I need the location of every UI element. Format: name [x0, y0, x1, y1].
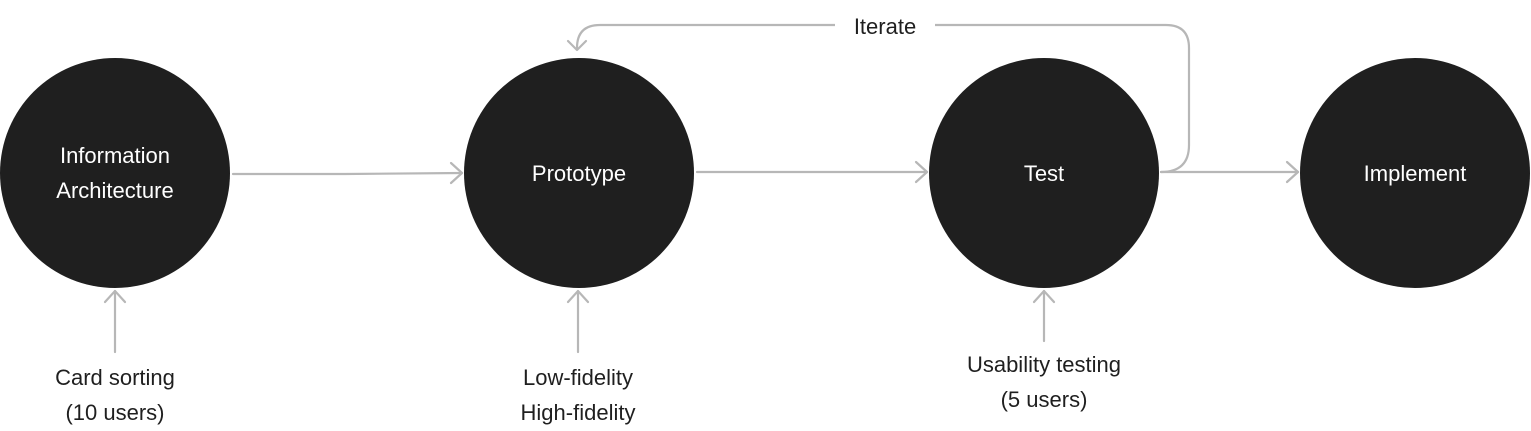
fidelity-label: Low-fidelity High-fidelity [520, 365, 636, 425]
input-arrowhead-fidelity [566, 289, 590, 304]
prototype-node: Prototype [464, 58, 694, 288]
prototype-label: Prototype [531, 160, 627, 186]
iterate-label: Iterate [835, 9, 935, 44]
card-sorting-label: Card sorting (10 users) [55, 365, 175, 425]
information-architecture-label: Information Architecture [56, 143, 174, 203]
input-arrowhead-usability-testing [1032, 289, 1056, 304]
usability-testing-label: Usability testing (5 users) [966, 352, 1122, 412]
flow-arrowhead-implement [1285, 160, 1300, 184]
information-architecture-node: Information Architecture [0, 58, 230, 288]
implement-node: Implement [1300, 58, 1530, 288]
input-arrowhead-card-sorting [103, 289, 127, 304]
flow-arrowhead-prototype [449, 161, 464, 185]
implement-label: Implement [1363, 160, 1467, 186]
test-node: Test [929, 58, 1159, 288]
flow-arrowhead-test [914, 160, 929, 184]
iterate-loop-arrow [575, 23, 1191, 174]
flow-arrow-ia-to-prototype [231, 171, 464, 176]
test-label: Test [1023, 160, 1065, 186]
iterate-loop-arrowhead [566, 39, 588, 52]
